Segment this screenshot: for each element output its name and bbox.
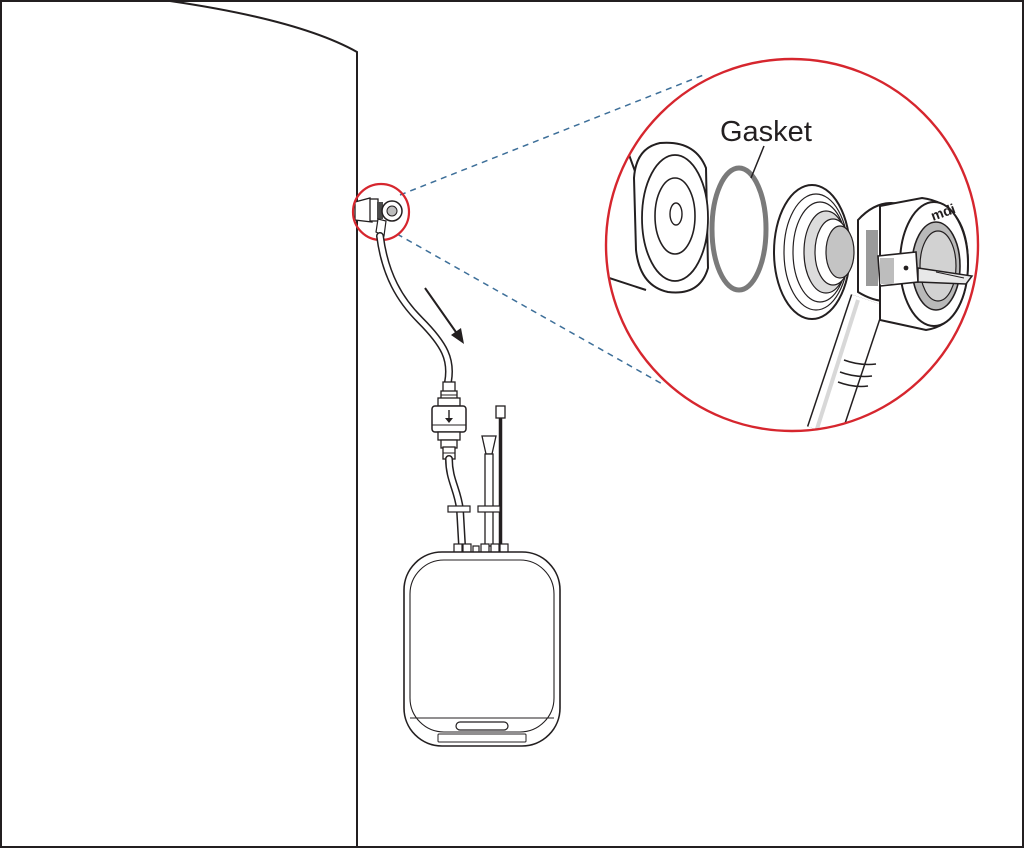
inline-filter (431, 397, 467, 441)
flow-arrow (424, 287, 464, 344)
gasket-ring (709, 165, 769, 293)
magnified-hose (806, 294, 886, 431)
vent-line (495, 405, 506, 546)
hose-connector-top (440, 381, 458, 400)
port-fitting-flange (773, 184, 855, 320)
pinch-clamps (447, 505, 501, 513)
tank-port-flange (632, 141, 710, 294)
hose-connector-bottom (440, 439, 458, 460)
callout-circle-large (604, 57, 980, 433)
port-valve-small (354, 197, 403, 237)
projection-lines (396, 73, 707, 386)
sampling-funnel-tube (481, 435, 497, 547)
gasket-leader-line (750, 145, 765, 179)
valve-lever (877, 251, 974, 287)
brand-mark-label: mdi (929, 200, 958, 224)
magnified-view: mdi Gasket (604, 57, 980, 433)
collection-bag (403, 551, 561, 747)
gasket-label: Gasket (720, 116, 812, 148)
transfer-hose (376, 232, 453, 386)
valve-body (857, 196, 970, 332)
bag-inlet-tube (445, 455, 466, 549)
tank-wall (169, 0, 358, 848)
